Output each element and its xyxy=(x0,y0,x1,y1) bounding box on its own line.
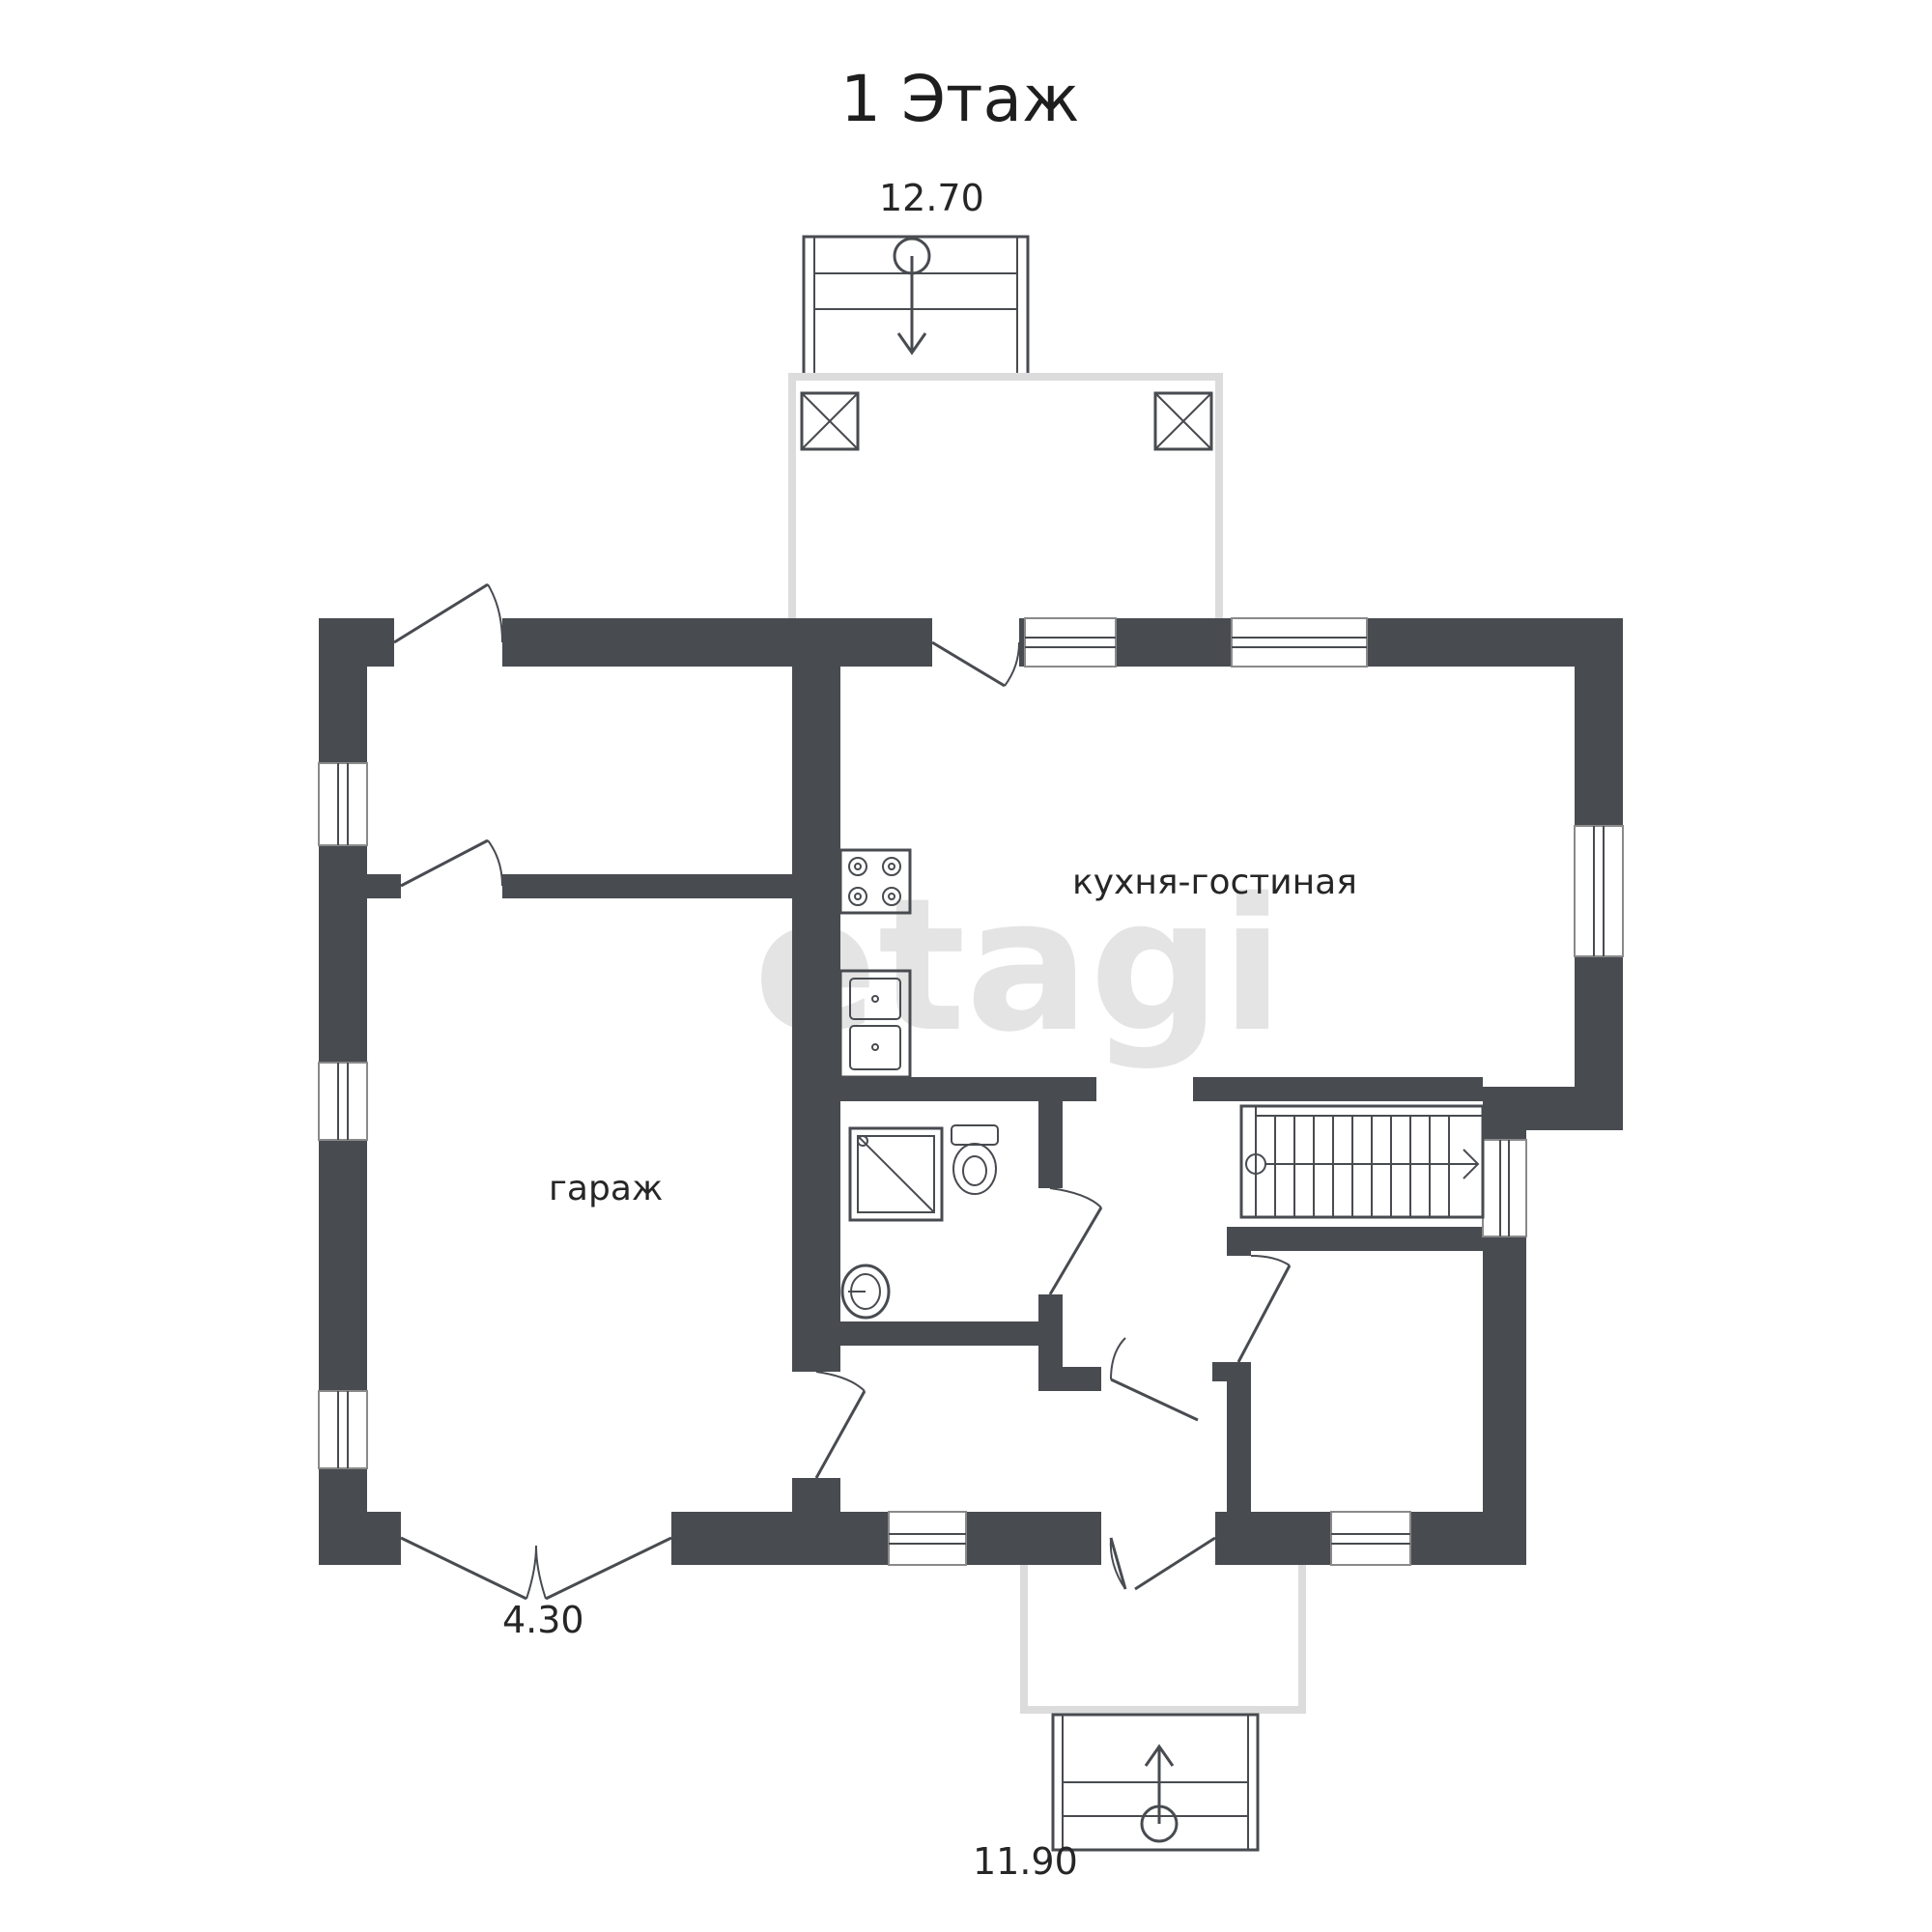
stove-icon xyxy=(838,848,912,915)
column-left xyxy=(800,391,860,451)
window-top-2 xyxy=(1231,617,1368,668)
window-left-2 xyxy=(318,1062,368,1141)
room-label-garage: гараж xyxy=(549,1169,663,1208)
top-entrance-steps xyxy=(802,235,1030,379)
dimension-top: 12.70 xyxy=(879,177,984,219)
door-hall-lower xyxy=(1110,1337,1199,1422)
sink-icon xyxy=(838,969,912,1079)
window-bottom-1 xyxy=(888,1511,967,1566)
door-bathroom xyxy=(1048,1187,1103,1295)
door-top-left xyxy=(393,582,503,644)
stair-arrow-down-icon xyxy=(893,237,931,355)
washbasin-icon xyxy=(840,1264,891,1320)
door-between-left-rooms xyxy=(400,838,503,888)
window-left-3 xyxy=(318,1390,368,1469)
door-garage-hall xyxy=(814,1371,867,1479)
toilet-icon xyxy=(951,1124,999,1195)
column-right xyxy=(1153,391,1213,451)
top-porch xyxy=(788,373,1223,618)
window-bottom-2 xyxy=(1330,1511,1411,1566)
doors xyxy=(393,582,1292,1601)
walls xyxy=(319,618,1623,1565)
door-garage-gate xyxy=(400,1536,672,1601)
window-right-stairs xyxy=(1482,1139,1527,1237)
bottom-entrance-steps xyxy=(1051,1713,1260,1852)
window-top-1 xyxy=(1024,617,1117,668)
door-bottom-entrance xyxy=(1109,1536,1216,1591)
stair-arrow-up-icon xyxy=(1140,1744,1179,1843)
dimension-bottom: 11.90 xyxy=(973,1840,1078,1883)
door-right-room xyxy=(1236,1255,1292,1363)
watermark: etagi xyxy=(753,859,1284,1072)
dimension-bottom-left: 4.30 xyxy=(502,1599,584,1641)
staircase-icon xyxy=(1239,1104,1485,1219)
window-right-kitchen xyxy=(1574,825,1624,957)
window-left-1 xyxy=(318,762,368,846)
floor-title: 1 Этаж xyxy=(840,62,1079,136)
shower-icon xyxy=(848,1126,944,1222)
door-kitchen-entry xyxy=(931,640,1020,688)
room-label-kitchen-living: кухня-гостиная xyxy=(1072,863,1357,902)
bottom-porch xyxy=(1020,1565,1306,1714)
windows xyxy=(318,617,1624,1566)
